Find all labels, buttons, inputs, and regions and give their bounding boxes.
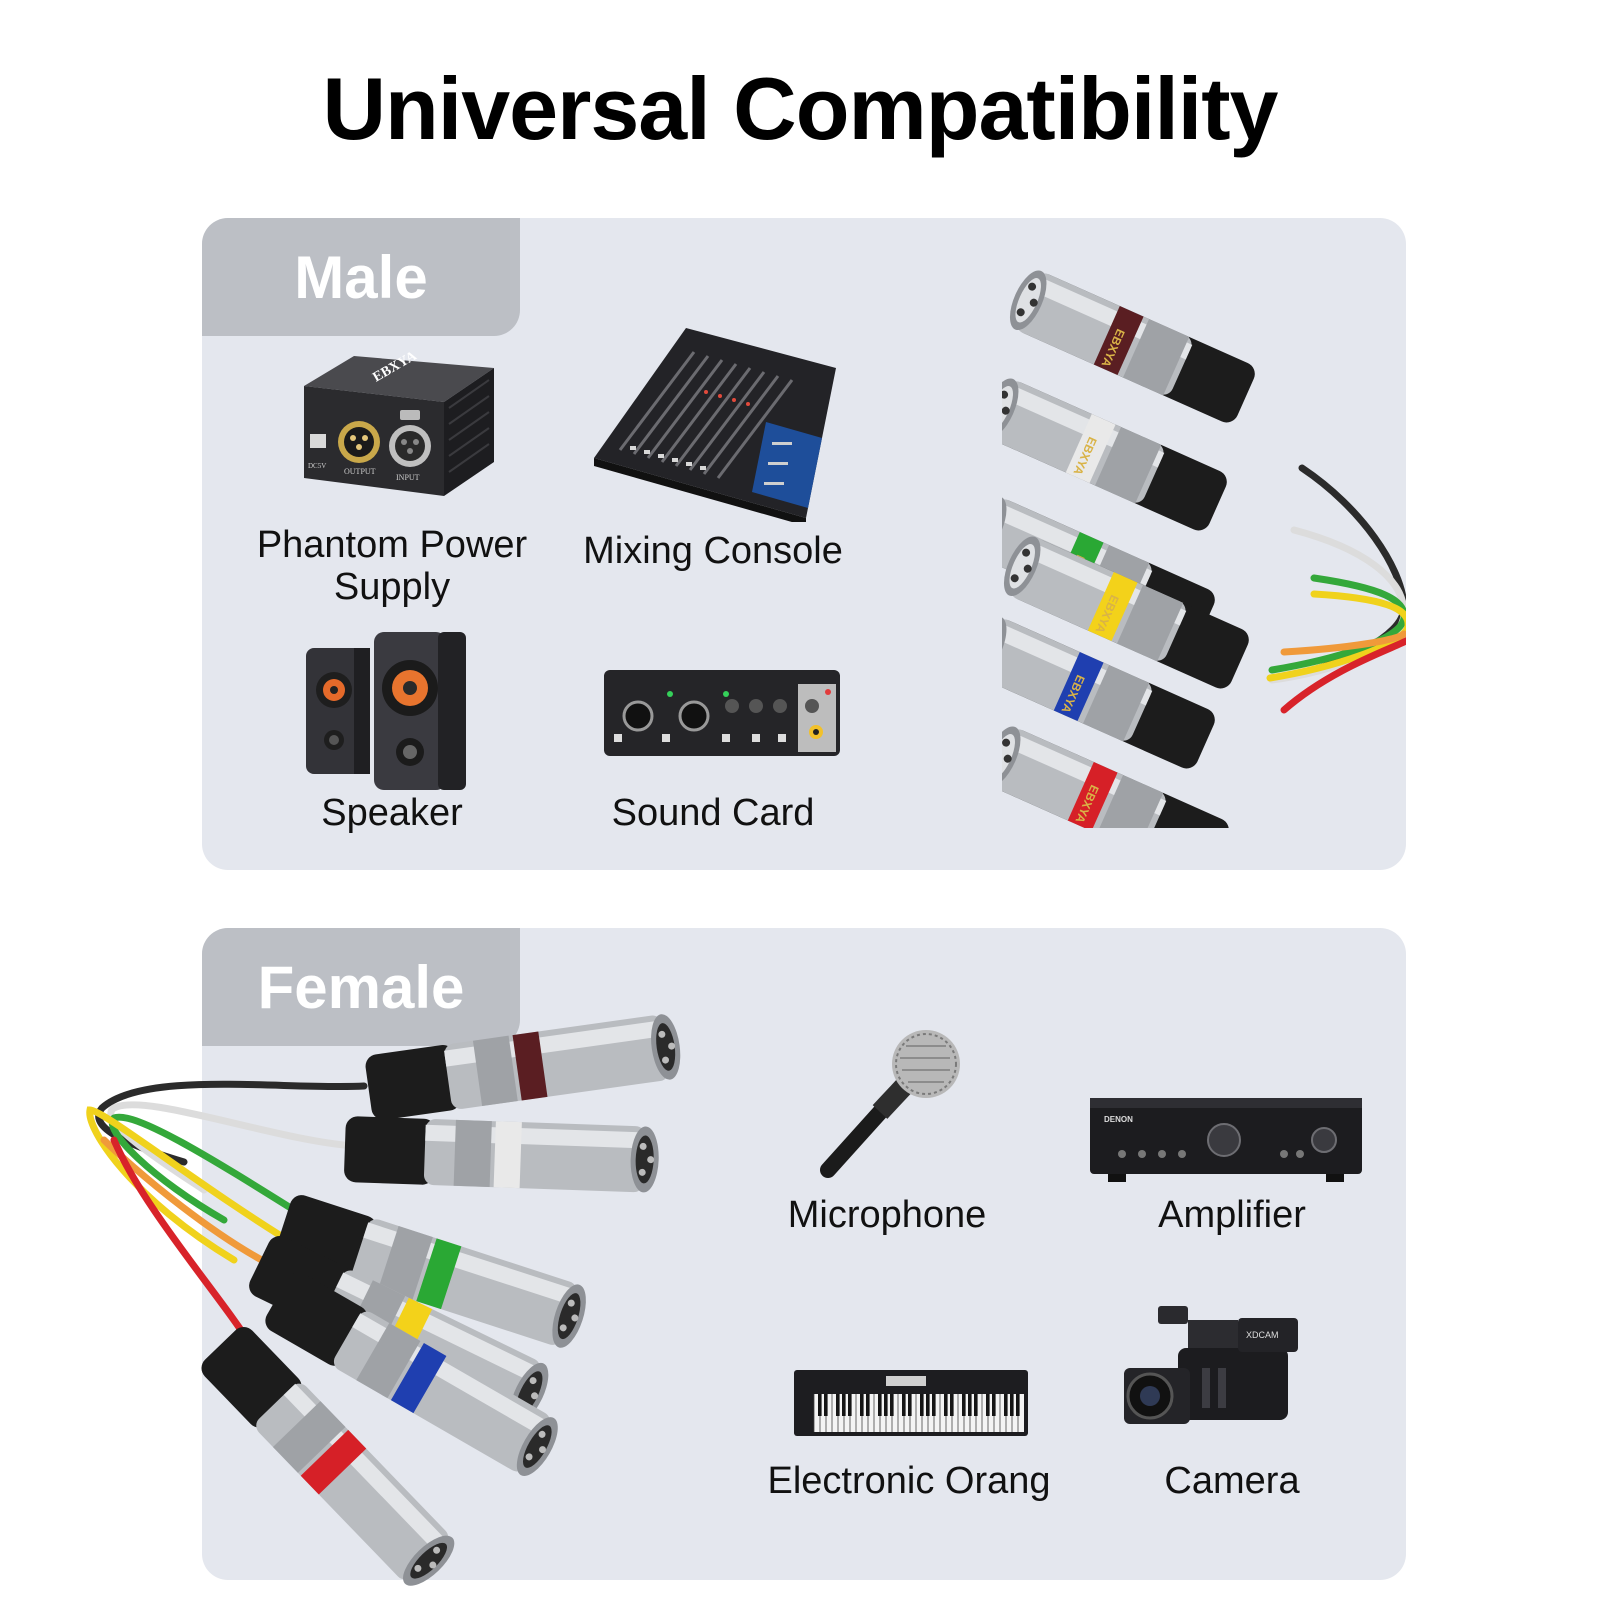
device-label-electronic-orang: Electronic Orang	[767, 1460, 1051, 1502]
amplifier-icon: DENON	[1090, 1098, 1362, 1182]
male-xlr-plug: EBXYA	[1003, 536, 1249, 689]
black-key	[878, 1394, 882, 1416]
page-title: Universal Compatibility	[322, 59, 1278, 158]
black-key	[866, 1394, 870, 1416]
black-key	[1010, 1394, 1014, 1416]
black-key	[848, 1394, 852, 1416]
black-key	[992, 1394, 996, 1416]
phantom-power-icon: EBXYA DC5V OUTPUT INPUT	[304, 348, 494, 496]
speaker-icon	[306, 632, 466, 790]
male-xlr-plug: EBXYA	[1009, 270, 1255, 423]
black-key	[920, 1394, 924, 1416]
svg-text:DC5V: DC5V	[308, 462, 326, 470]
black-key	[932, 1394, 936, 1416]
mixing-console-icon	[594, 328, 836, 522]
device-label-phantom-power: Phantom Power Supply	[256, 524, 528, 608]
female-xlr-plug	[365, 1014, 681, 1120]
black-key	[884, 1394, 888, 1416]
female-xlr-plug	[201, 1326, 455, 1586]
female-xlr-plug	[265, 1272, 558, 1477]
female-tag: Female	[202, 928, 520, 1046]
male-xlr-plug: EBXYA	[1002, 726, 1229, 828]
device-label-camera: Camera	[1164, 1460, 1300, 1502]
svg-text:XDCAM: XDCAM	[1246, 1330, 1279, 1340]
female-xlr-plug	[344, 1116, 659, 1193]
black-key	[986, 1394, 990, 1416]
black-key	[824, 1394, 828, 1416]
svg-text:INPUT: INPUT	[396, 473, 420, 482]
black-key	[926, 1394, 930, 1416]
svg-text:OUTPUT: OUTPUT	[344, 467, 376, 476]
black-key	[1004, 1394, 1008, 1416]
black-key	[908, 1394, 912, 1416]
male-panel: Male EBXYA DC5V OUTPUT INPUT Phantom Pow…	[202, 218, 1406, 870]
female-xlr-plug	[276, 1195, 586, 1348]
device-label-amplifier: Amplifier	[1158, 1194, 1306, 1236]
male-xlr-plug: EBXYA	[1002, 616, 1215, 769]
camera-icon: XDCAM	[1124, 1306, 1298, 1424]
male-xlr-plug: EBXYA	[1002, 378, 1227, 531]
black-key	[944, 1394, 948, 1416]
female-xlr-connectors-icon	[86, 1014, 681, 1586]
black-key	[818, 1394, 822, 1416]
sound-card-icon	[604, 670, 840, 756]
black-key	[950, 1394, 954, 1416]
black-key	[842, 1394, 846, 1416]
female-panel: Female Microphone DENON Amplifier Electr…	[202, 928, 1406, 1580]
svg-text:DENON: DENON	[1104, 1115, 1133, 1124]
black-key	[890, 1394, 894, 1416]
device-label-mixing-console: Mixing Console	[583, 530, 843, 572]
keyboard-icon	[794, 1370, 1028, 1436]
black-key	[902, 1394, 906, 1416]
black-key	[968, 1394, 972, 1416]
microphone-icon	[820, 1030, 960, 1178]
black-key	[860, 1394, 864, 1416]
black-key	[836, 1394, 840, 1416]
device-label-microphone: Microphone	[787, 1194, 987, 1236]
male-tag: Male	[202, 218, 520, 336]
male-xlr-connectors-icon: EBXYAEBXYAEBXYAEBXYAEBXYAEBXYA	[1002, 270, 1406, 828]
device-label-speaker: Speaker	[321, 792, 463, 834]
black-key	[962, 1394, 966, 1416]
device-label-sound-card: Sound Card	[611, 792, 815, 834]
black-key	[974, 1394, 978, 1416]
black-key	[1016, 1394, 1020, 1416]
